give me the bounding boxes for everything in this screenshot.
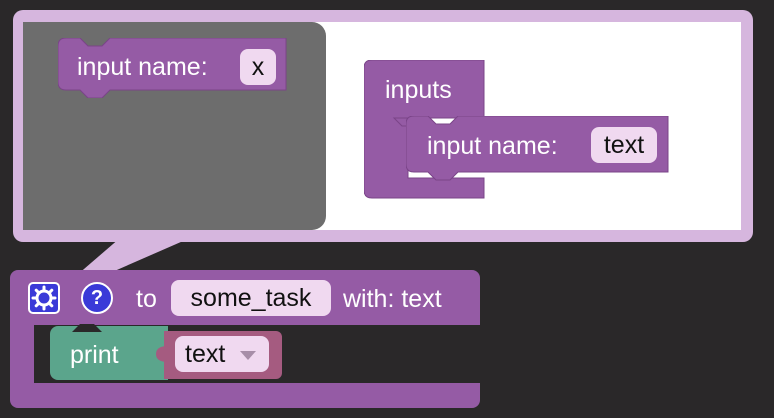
variable-dropdown[interactable]: text: [175, 336, 269, 372]
procedure-name-field[interactable]: some_task: [171, 280, 331, 316]
variable-puzzle-tab: [156, 338, 168, 370]
flyout-input-name-field[interactable]: x: [240, 49, 276, 85]
print-block-notch: [58, 324, 102, 332]
procedure-prefix: to: [136, 285, 157, 313]
input-item-label: input name:: [427, 132, 558, 160]
print-label: print: [70, 341, 119, 369]
input-item-name-field[interactable]: text: [591, 127, 657, 163]
print-block[interactable]: [50, 326, 168, 380]
mutator-gear-icon[interactable]: [28, 282, 60, 314]
inputs-container-block[interactable]: [364, 60, 674, 200]
flyout-input-label: input name:: [77, 53, 208, 81]
variable-name: text: [185, 340, 226, 368]
procedure-params-label: with: text: [343, 285, 442, 313]
flyout-input-block[interactable]: [58, 38, 288, 98]
help-icon[interactable]: ?: [81, 282, 113, 314]
chevron-down-icon: [240, 350, 257, 360]
gear-icon: [31, 285, 57, 311]
inputs-label: inputs: [385, 76, 452, 104]
